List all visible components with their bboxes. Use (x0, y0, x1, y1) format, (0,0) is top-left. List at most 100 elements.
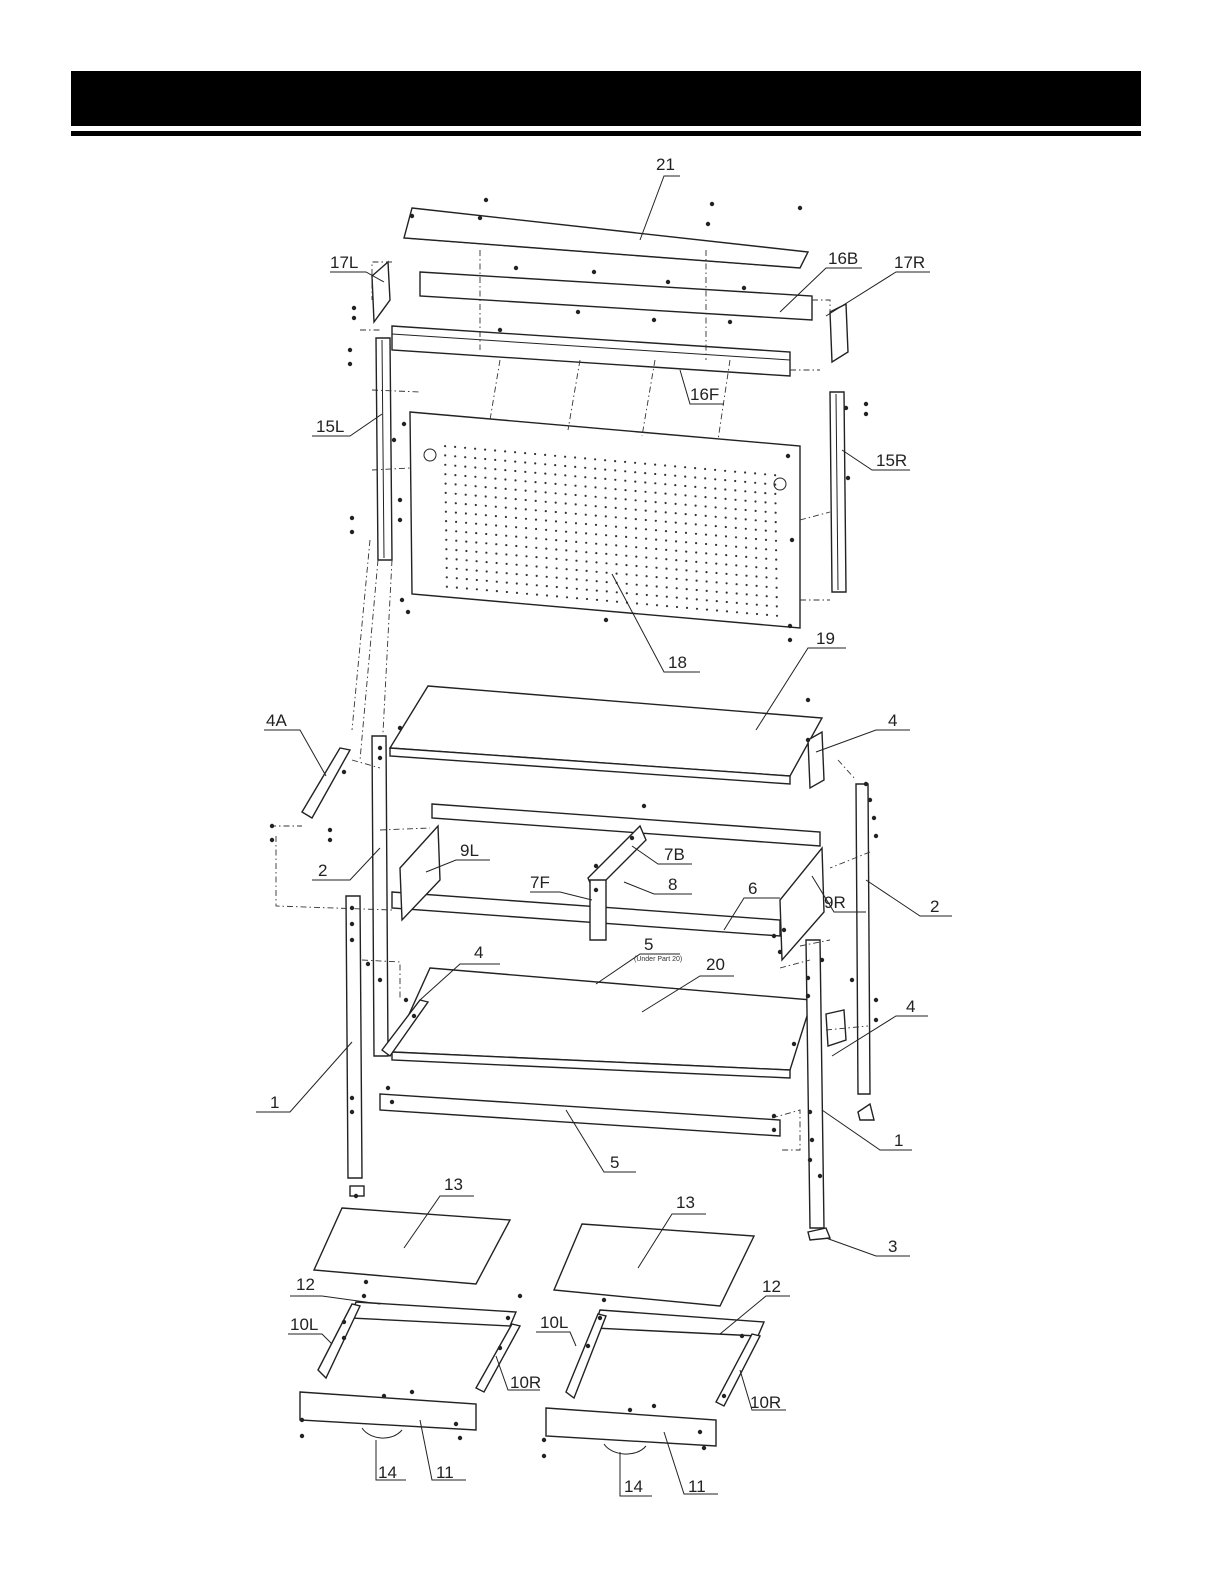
peg-hole (705, 505, 707, 507)
peg-hole (665, 511, 667, 513)
peg-hole (486, 561, 488, 563)
peg-hole (504, 460, 506, 462)
peg-hole (715, 553, 717, 555)
peg-hole (465, 503, 467, 505)
peg-hole (706, 609, 708, 611)
peg-hole (695, 523, 697, 525)
peg-hole (654, 492, 656, 494)
callout-10R-left: 10R (510, 1373, 541, 1392)
peg-hole (664, 483, 666, 485)
peg-hole (715, 516, 717, 518)
peg-hole (635, 537, 637, 539)
bolt-icon (604, 618, 608, 622)
peg-hole (645, 566, 647, 568)
callout-13-left: 13 (444, 1175, 463, 1194)
callout-21: 21 (656, 155, 675, 174)
peg-hole (534, 481, 536, 483)
peg-hole (594, 486, 596, 488)
peg-hole (525, 555, 527, 557)
bolt-icon (576, 310, 580, 314)
peg-hole (465, 494, 467, 496)
bolt-icon (378, 978, 382, 982)
peg-hole (445, 539, 447, 541)
peg-hole (455, 493, 457, 495)
peg-hole (555, 511, 557, 513)
callout-5-note: (Under Part 20) (634, 956, 682, 963)
peg-hole (506, 572, 508, 574)
bolt-icon (362, 1294, 366, 1298)
peg-hole (644, 472, 646, 474)
peg-hole (505, 507, 507, 509)
peg-hole (525, 546, 527, 548)
peg-hole (584, 485, 586, 487)
peg-hole (474, 466, 476, 468)
peg-hole (566, 596, 568, 598)
callout-11-left: 11 (436, 1463, 454, 1482)
peg-hole (656, 576, 658, 578)
peg-hole (486, 580, 488, 582)
peg-hole (605, 562, 607, 564)
peg-hole (455, 521, 457, 523)
peg-hole (745, 556, 747, 558)
worktop-19 (390, 686, 822, 784)
peg-hole (535, 519, 537, 521)
peg-hole (564, 484, 566, 486)
peg-hole (676, 597, 678, 599)
peg-hole (596, 580, 598, 582)
peg-hole (725, 507, 727, 509)
peg-hole (604, 459, 606, 461)
peg-hole (775, 549, 777, 551)
peg-hole (544, 473, 546, 475)
peg-hole (465, 541, 467, 543)
bolt-icon (348, 348, 352, 352)
peg-hole (515, 489, 517, 491)
peg-hole (575, 541, 577, 543)
peg-hole (515, 554, 517, 556)
peg-hole (634, 471, 636, 473)
callout-15L: 15L (316, 417, 344, 436)
peg-hole (745, 528, 747, 530)
callout-5-mid: 5 (644, 935, 653, 954)
peg-hole (764, 501, 766, 503)
bolt-icon (772, 1114, 776, 1118)
bolt-icon (300, 1434, 304, 1438)
peg-hole (445, 548, 447, 550)
peg-hole (505, 553, 507, 555)
peg-hole (475, 523, 477, 525)
peg-hole (616, 573, 618, 575)
peg-hole (574, 466, 576, 468)
peg-hole (765, 520, 767, 522)
peg-hole (585, 532, 587, 534)
peg-hole (646, 575, 648, 577)
peg-hole (494, 459, 496, 461)
peg-hole (445, 520, 447, 522)
callout-10L-right: 10L (540, 1313, 568, 1332)
peg-hole (734, 489, 736, 491)
peg-hole (545, 491, 547, 493)
peg-hole (745, 537, 747, 539)
peg-hole (664, 464, 666, 466)
bolt-icon (806, 698, 810, 702)
peg-hole (735, 536, 737, 538)
peg-hole (465, 531, 467, 533)
peg-hole (635, 509, 637, 511)
peg-hole (655, 557, 657, 559)
peg-hole (565, 512, 567, 514)
peg-hole (446, 558, 448, 560)
peg-hole (486, 570, 488, 572)
bolt-icon (350, 1110, 354, 1114)
bolt-icon (398, 726, 402, 730)
peg-hole (494, 478, 496, 480)
peg-hole (625, 527, 627, 529)
peg-hole (514, 479, 516, 481)
peg-hole (755, 538, 757, 540)
peg-hole (644, 481, 646, 483)
peg-hole (495, 506, 497, 508)
peg-hole (495, 524, 497, 526)
peg-hole (505, 516, 507, 518)
bolt-icon (398, 498, 402, 502)
peg-hole (675, 503, 677, 505)
callout-19: 19 (816, 629, 835, 648)
bolt-icon (270, 838, 274, 842)
bolt-icon (342, 1320, 346, 1324)
